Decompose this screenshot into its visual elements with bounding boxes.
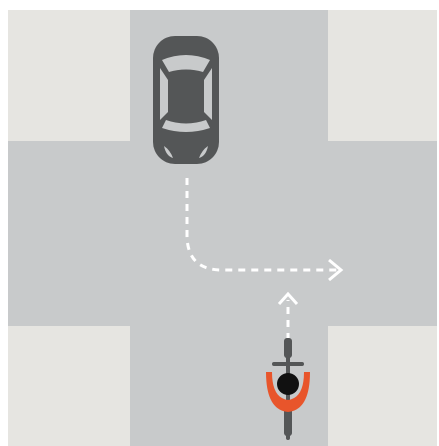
sidewalk-bottom-right <box>328 326 437 446</box>
sidewalk-bottom-left <box>8 326 130 446</box>
sidewalk-top-left <box>8 10 130 141</box>
sidewalk-top-right <box>328 10 437 141</box>
car-icon <box>153 36 219 164</box>
